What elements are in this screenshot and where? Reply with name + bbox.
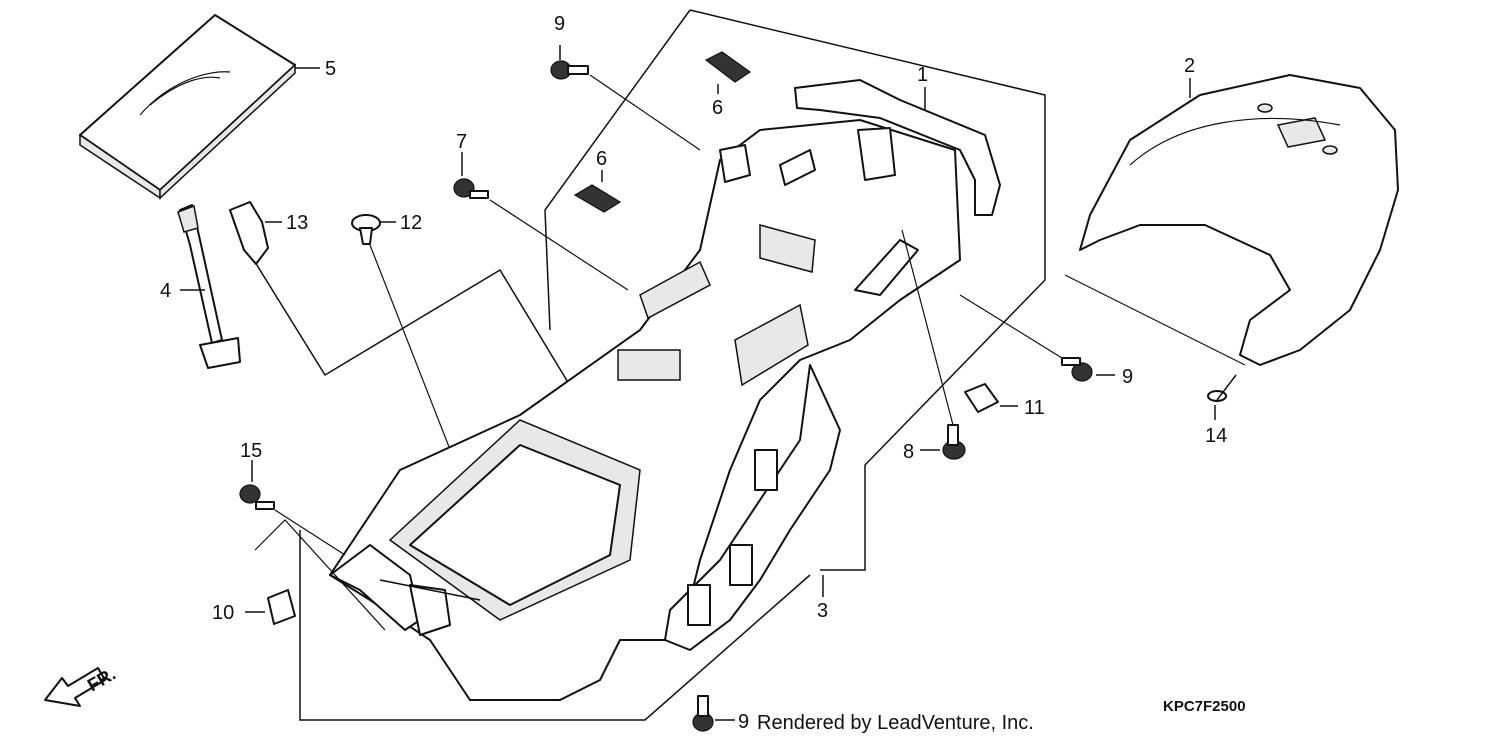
callout-15: 15 (240, 440, 262, 462)
part-3-rear-fender[interactable] (329, 119, 961, 701)
callout-11: 11 (1024, 397, 1045, 419)
part-9-bolt-top[interactable] (550, 45, 701, 151)
callout-8: 8 (903, 441, 914, 463)
part-5-tool-bag[interactable] (79, 14, 320, 200)
part-9-bolt-bottom[interactable] (692, 695, 735, 732)
part-11-clip[interactable] (964, 383, 1018, 413)
callout-10: 10 (212, 602, 234, 624)
callout-5: 5 (325, 58, 336, 80)
callout-2: 2 (1184, 55, 1195, 77)
callout-4: 4 (160, 280, 171, 302)
callout-1: 1 (917, 64, 928, 86)
part-6-cushion-top[interactable] (704, 51, 752, 94)
assembly-frame (299, 9, 1046, 721)
part-14-screw[interactable] (1207, 374, 1237, 420)
callout-6-top: 6 (712, 97, 723, 119)
callout-9-bottom: 9 (738, 711, 749, 733)
part-1-trim[interactable] (794, 79, 1001, 216)
callout-13: 13 (286, 212, 308, 234)
part-2-rear-cowl[interactable] (1064, 74, 1399, 366)
part-4-tool-strap[interactable] (177, 204, 241, 369)
front-direction-label: FR. (84, 664, 119, 696)
callout-9-top: 9 (554, 13, 565, 35)
callout-7: 7 (456, 131, 467, 153)
part-8-bolt[interactable] (901, 229, 966, 460)
part-15-bolt[interactable] (239, 460, 346, 556)
part-6-cushion-left[interactable] (573, 170, 622, 213)
front-direction-arrow-icon (44, 667, 106, 707)
rendered-by-credit: Rendered by LeadVenture, Inc. (757, 712, 1034, 734)
callout-12: 12 (400, 212, 422, 234)
callout-6-left: 6 (596, 148, 607, 170)
callout-14: 14 (1205, 425, 1227, 447)
part-7-bolt[interactable] (453, 152, 629, 291)
part-9-bolt-right[interactable] (959, 294, 1115, 382)
part-10-clip[interactable] (245, 519, 386, 631)
callout-3: 3 (817, 600, 828, 622)
callout-9-right: 9 (1122, 366, 1133, 388)
diagram-code: KPC7F2500 (1163, 698, 1246, 715)
part-13-clip[interactable] (229, 201, 616, 461)
